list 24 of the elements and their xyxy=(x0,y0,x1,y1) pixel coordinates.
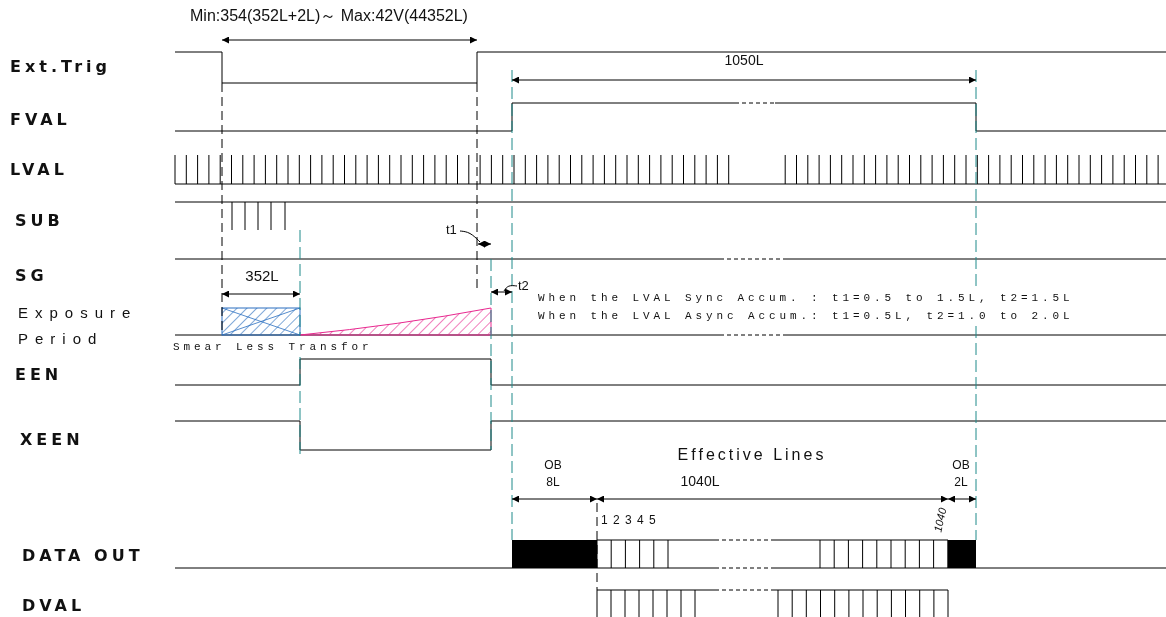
dimension-label: t1 xyxy=(446,223,457,238)
dimension-label: OB 2L xyxy=(951,457,971,491)
signal-name: Exposure Period xyxy=(18,303,139,349)
timing-range-label: Min:354(352L+2L)～ Max:42V(44352L) xyxy=(190,7,468,25)
line-number-label: 1040 xyxy=(931,506,949,534)
note-text: When the LVAL Sync Accum. : t1=0.5 to 1.5L, t2=1.5L xyxy=(538,292,1074,305)
signal-name: FVAL xyxy=(10,111,71,129)
dimension-label: 1050L xyxy=(724,53,764,69)
signal-name: SUB xyxy=(15,212,64,230)
line-number-label: 1 2 3 4 5 xyxy=(601,514,657,528)
dimension-label: OB 8L xyxy=(543,457,563,491)
dimension-label: t2 xyxy=(518,279,529,294)
signal-name: LVAL xyxy=(10,161,68,179)
section-label: Effective Lines xyxy=(677,446,827,464)
note-text: When the LVAL Async Accum.: t1=0.5L, t2=1.0 to 2.0L xyxy=(538,310,1074,323)
signal-name: DVAL xyxy=(22,597,86,615)
signal-name: XEEN xyxy=(20,431,84,449)
dimension-label: 352L xyxy=(245,268,279,285)
signal-name: DATA OUT xyxy=(22,547,144,565)
signal-name: Ext.Trig xyxy=(10,58,111,76)
signal-name: SG xyxy=(15,267,48,285)
signal-name: EEN xyxy=(15,366,63,384)
annotation-text: Smear Less Transfor xyxy=(173,341,373,354)
dimension-label: 1040L xyxy=(680,474,720,490)
